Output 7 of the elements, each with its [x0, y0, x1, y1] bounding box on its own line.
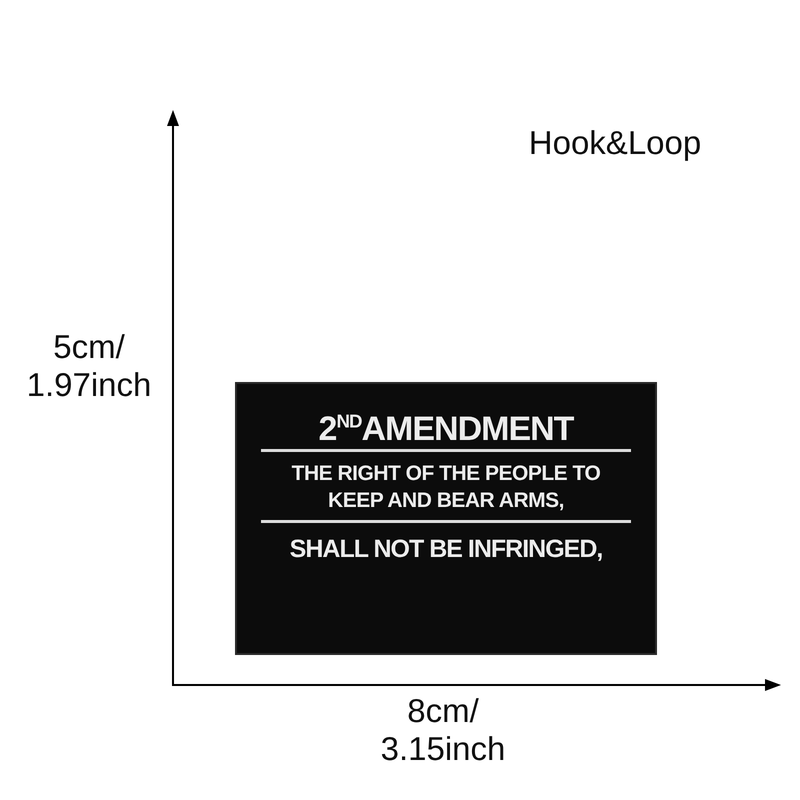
fastener-note: Hook&Loop: [528, 124, 702, 162]
patch-text: SHALL NOT BE INFRINGED,: [290, 535, 602, 564]
embroidered-patch: [235, 382, 657, 655]
dimension-label: 8cm/ 3.15inch: [380, 692, 506, 768]
patch-heading: 2$^{ND}$AMENDMENT: [318, 410, 574, 449]
dimension-label: 5cm/ 1.97inch: [26, 328, 152, 404]
patch-text: THE RIGHT OF THE PEOPLE TO KEEP AND BEAR ARMS,: [290, 461, 602, 514]
